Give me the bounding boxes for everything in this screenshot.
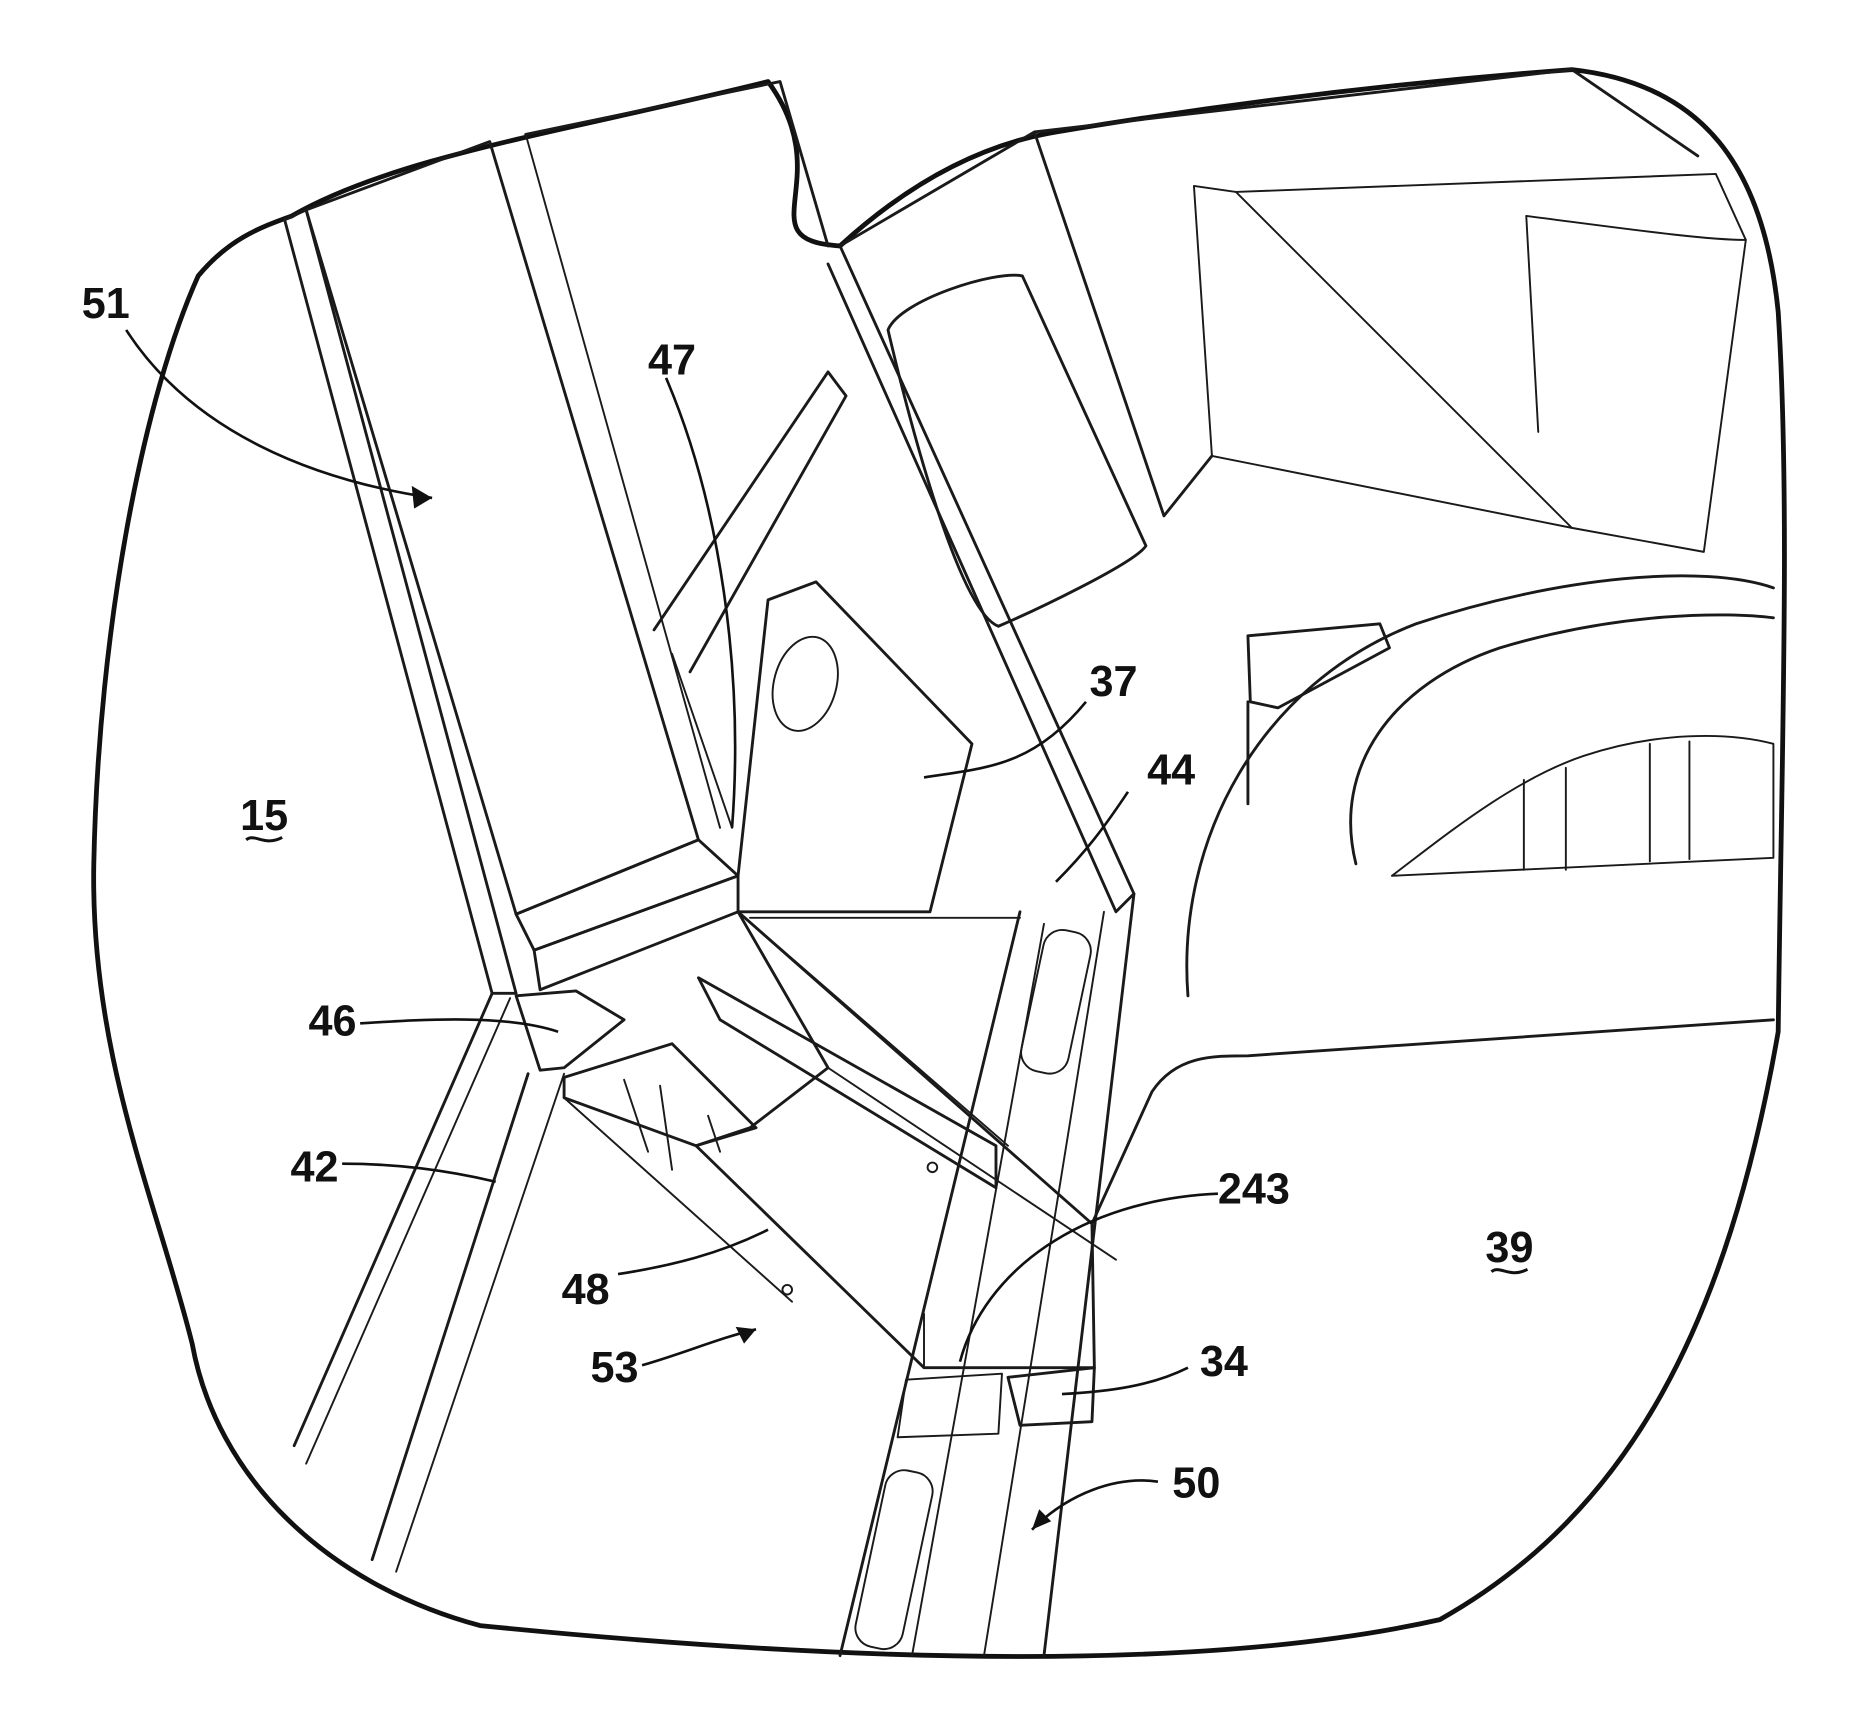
ref-243: 243 [1218,1165,1290,1213]
handle-loop-inner [1351,615,1774,864]
diagonal-hole-2 [782,1285,792,1295]
leader-48 [618,1230,768,1274]
gusset-46 [516,991,624,1070]
floor-panel-39 [1092,1020,1773,1224]
leader-50 [1032,1481,1158,1530]
panel-flange [654,372,846,672]
sill-rail-outer [294,993,528,1559]
inner-panel-37 [738,582,972,912]
upper-inner-diag [1236,192,1572,528]
leader-51 [126,330,432,498]
handle-loop-outer [1187,576,1774,996]
leader-34 [1062,1368,1188,1394]
ref-46: 46 [309,997,357,1045]
ref-44: 44 [1147,747,1195,795]
ref-34: 34 [1200,1338,1248,1386]
post-main-body [306,142,698,915]
leader-37 [924,702,1086,778]
bracket-34 [1008,1368,1094,1426]
rib-1 [624,1080,648,1152]
ref-48: 48 [562,1266,610,1314]
leader-42 [342,1164,496,1182]
arrow-50 [1032,1509,1051,1529]
upper-roof-frame [840,70,1698,516]
panel-flange-inner [672,654,732,828]
leader-53 [642,1329,756,1365]
ref-53: 53 [590,1344,638,1392]
rib-3 [708,1116,720,1152]
channel-lower-block [898,1374,1002,1438]
upper-inner-vert [1526,216,1538,432]
ref-50: 50 [1172,1459,1220,1507]
ref-39: 39 [1485,1224,1533,1272]
sill-rail-inner-2 [396,1074,564,1572]
channel-44-outer [840,894,1134,1656]
channel-44-top [828,246,1134,912]
upper-inner-box [1194,174,1746,552]
post-bottom-cap [516,840,738,950]
small-block [1248,624,1390,804]
ref-37: 37 [1090,658,1138,706]
ref-15: 15 [240,792,288,840]
post-front-face [285,210,517,993]
post-edge-line [526,134,720,827]
handle-cutout [1392,736,1774,876]
diagonal-edge-a [738,912,1008,1146]
panel-hole [763,629,848,738]
ref-51: 51 [82,280,130,328]
upper-block [888,275,1146,626]
ref-42: 42 [291,1144,339,1192]
sill-rail-inner [306,998,510,1463]
rib-bracket [564,1044,756,1146]
rib-2 [660,1086,672,1170]
ref-47: 47 [648,336,696,384]
upper-inner-curve [1526,216,1746,240]
diagonal-hole-1 [928,1163,938,1173]
arrow-51 [412,486,432,509]
leader-44 [1056,792,1128,882]
